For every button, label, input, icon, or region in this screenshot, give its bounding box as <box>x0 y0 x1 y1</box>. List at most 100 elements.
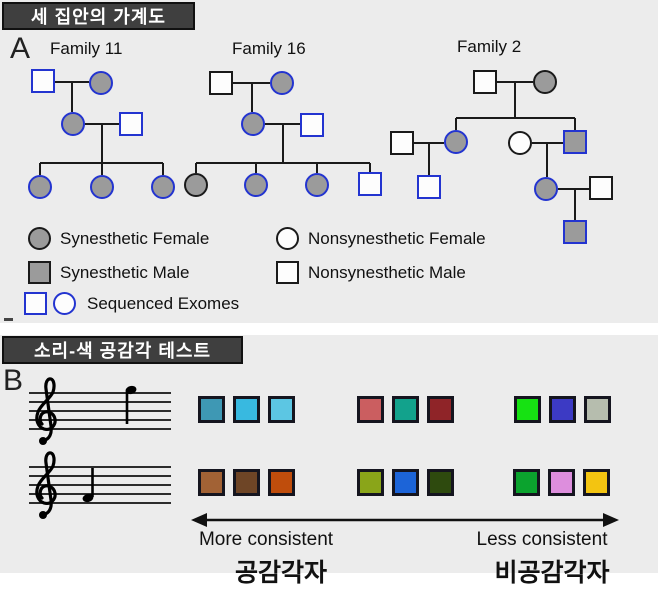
section-a-title-bar: 세 집안의 가계도 <box>2 2 195 30</box>
section-a-title: 세 집안의 가계도 <box>31 7 166 27</box>
pedigree-connector-line <box>71 82 73 112</box>
color-square <box>357 469 384 496</box>
panel-a-background <box>0 0 658 323</box>
color-square <box>233 396 260 423</box>
color-square <box>427 469 454 496</box>
pedigree-connector-line <box>456 117 575 119</box>
person-synesthetic-female-sequenced <box>90 175 114 199</box>
legend-label: Nonsynesthetic Male <box>308 262 466 282</box>
family-16-label: Family 16 <box>232 39 306 58</box>
person-synesthetic-female-sequenced <box>444 130 468 154</box>
person-nonsynesthetic-male <box>390 131 414 155</box>
color-square <box>513 469 540 496</box>
person-nonsynesthetic-male-sequenced <box>358 172 382 196</box>
legend-row-synesthetic-female: Synesthetic Female <box>28 227 209 250</box>
person-synesthetic-female-sequenced <box>151 175 175 199</box>
sequenced-square-icon <box>24 292 47 315</box>
legend-row-nonsynesthetic-female: Nonsynesthetic Female <box>276 227 486 250</box>
color-square <box>514 396 541 423</box>
less-consistent-label: Less consistent <box>476 529 608 550</box>
color-square <box>268 469 295 496</box>
person-synesthetic-male-sequenced <box>563 130 587 154</box>
legend-label: Nonsynesthetic Female <box>308 228 486 248</box>
crop-artifact-mark <box>4 318 13 321</box>
arrowhead-left-icon <box>191 513 207 527</box>
person-synesthetic-female-sequenced <box>241 112 265 136</box>
pedigree-connector-line <box>514 82 516 118</box>
color-square <box>198 469 225 496</box>
person-synesthetic-female-sequenced <box>534 177 558 201</box>
pedigree-connector-line <box>101 163 103 175</box>
synesthetic-male-icon <box>28 261 51 284</box>
pedigree-connector-line <box>369 163 371 172</box>
person-nonsynesthetic-male-sequenced <box>31 69 55 93</box>
person-synesthetic-female <box>533 70 557 94</box>
legend-row-synesthetic-male: Synesthetic Male <box>28 261 189 284</box>
pedigree-connector-line <box>428 143 430 175</box>
color-square <box>583 469 610 496</box>
color-square <box>584 396 611 423</box>
pedigree-connector-line <box>574 189 576 220</box>
color-square <box>268 396 295 423</box>
person-synesthetic-female-sequenced <box>61 112 85 136</box>
sequenced-circle-icon <box>53 292 76 315</box>
pedigree-connector-line <box>101 124 103 163</box>
color-square <box>357 396 384 423</box>
arrowhead-right-icon <box>603 513 619 527</box>
person-synesthetic-female-sequenced <box>305 173 329 197</box>
person-nonsynesthetic-male <box>473 70 497 94</box>
pedigree-connector-line <box>39 163 41 175</box>
color-square <box>548 469 575 496</box>
quarter-note-icon <box>82 468 94 503</box>
pedigree-connector-line <box>255 163 257 173</box>
synesthete-group-label: 공감각자 <box>234 559 327 587</box>
pedigree-diagram <box>28 69 613 244</box>
person-nonsynesthetic-male-sequenced <box>417 175 441 199</box>
section-b-title: 소리-색 공감각 테스트 <box>33 341 212 361</box>
nonsynesthetic-male-icon <box>276 261 299 284</box>
panel-letter-a: A <box>10 32 31 65</box>
pedigree-connector-line <box>455 118 457 130</box>
person-synesthetic-female-sequenced <box>89 71 113 95</box>
person-nonsynesthetic-male <box>209 71 233 95</box>
color-square <box>392 396 419 423</box>
family-11-label: Family 11 <box>50 39 123 58</box>
person-nonsynesthetic-male-sequenced <box>119 112 143 136</box>
color-squares-grid <box>0 335 658 573</box>
color-square <box>427 396 454 423</box>
pedigree-connector-line <box>251 83 253 112</box>
color-square <box>392 469 419 496</box>
quarter-note-icon <box>125 385 137 424</box>
treble-clef-icon <box>35 377 57 445</box>
pedigree-connector-line <box>558 188 589 190</box>
nonsynesthetic-female-icon <box>276 227 299 250</box>
legend-row-sequenced-exomes: Sequenced Exomes <box>24 292 239 315</box>
person-synesthetic-male-sequenced <box>563 220 587 244</box>
panel-b-background <box>0 335 658 573</box>
pedigree-connector-line <box>316 163 318 173</box>
color-square <box>233 469 260 496</box>
person-nonsynesthetic-male <box>589 176 613 200</box>
legend-row-nonsynesthetic-male: Nonsynesthetic Male <box>276 261 466 284</box>
legend-label: Sequenced Exomes <box>87 293 240 313</box>
more-consistent-label: More consistent <box>198 529 334 550</box>
pedigree-connector-line <box>574 118 576 130</box>
section-b-title-bar: 소리-색 공감각 테스트 <box>2 336 243 364</box>
pedigree-connector-line <box>196 162 370 164</box>
music-staff-low-note <box>29 451 171 519</box>
legend-label: Synesthetic Male <box>60 262 190 282</box>
color-square <box>198 396 225 423</box>
person-synesthetic-female-sequenced <box>270 71 294 95</box>
legend-label: Synesthetic Female <box>60 228 210 248</box>
pedigree-connector-line <box>162 163 164 175</box>
nonsynesthete-group-label: 비공감각자 <box>494 559 610 587</box>
pedigree-connector-line <box>195 163 197 173</box>
panel-letter-b: B <box>3 364 24 397</box>
pedigree-connector-line <box>282 124 284 163</box>
consistency-arrow <box>191 513 619 527</box>
person-nonsynesthetic-male-sequenced <box>300 113 324 137</box>
color-square <box>549 396 576 423</box>
music-staff-high-note <box>29 377 171 445</box>
family-2-label: Family 2 <box>457 37 522 56</box>
person-synesthetic-female-sequenced <box>28 175 52 199</box>
